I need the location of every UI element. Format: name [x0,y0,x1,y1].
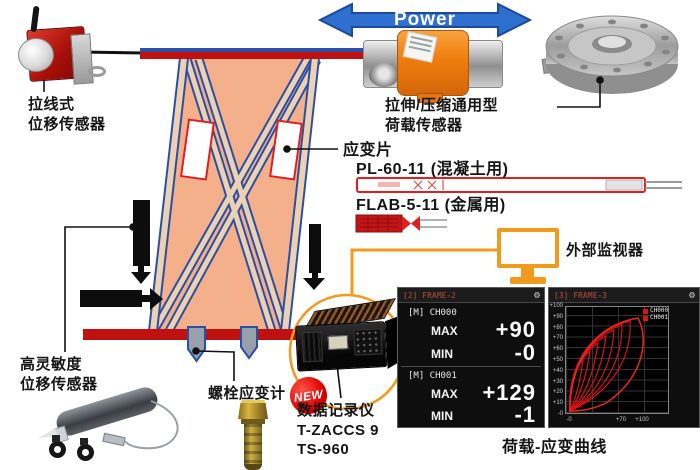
mounting-clamp-1 [49,441,66,458]
x-tick: -0 [566,417,572,423]
label-external-monitor: 外部监视器 [566,242,644,259]
min-value: -1 [514,402,536,427]
label-gauge-metal: FLAB-5-11 (金属用) [356,197,506,214]
displacement-sensor-bars [80,200,325,310]
y-tick: +100 [549,303,563,309]
legend-entry: CH001 [650,314,669,321]
universal-load-cell [363,30,503,103]
logger-button-panel [353,328,383,356]
y-tick: +70 [552,335,563,341]
legend-swatch [643,315,648,321]
hysteresis-plot [565,306,669,414]
pull-wire-sensor-drum [18,38,54,72]
graph-display-screen: [3] FRAME-3 ⚙ +100 +90 +80 +70 +60 +5 [548,287,700,428]
x-tick: +100 [635,417,649,423]
label-strain-gauge: 应变片 [343,142,393,159]
label-pull-wire-sensor: 拉线式 位移传感器 [28,96,106,133]
y-tick: +80 [552,325,563,331]
disc-load-cell [541,15,679,94]
power-arrow [317,2,533,38]
external-monitor-icon [497,228,559,268]
lvdt-sensor-photo [25,384,185,467]
label-data-logger: 数据记录仪 T-ZACCS 9 TS-960 [297,402,380,458]
logger-vent [301,331,323,363]
gear-icon[interactable]: ⚙ [688,290,695,301]
clamp-knob [80,438,88,445]
max-label: MAX [431,324,458,338]
panel-columns [148,57,320,332]
screen2-title: [3] FRAME-3 [554,291,607,300]
min-label: MIN [431,347,453,361]
power-label: Power [393,9,457,30]
y-tick: +10 [552,400,563,406]
logger-screen [327,335,349,351]
lvdt-cable [124,400,179,450]
top-beam-blue [140,48,365,53]
gauge-product-metal [355,214,447,233]
label-bolt-strain-gauge: 螺栓应变计 [208,385,286,402]
x-tick: +70 [615,417,627,423]
min-label: MIN [431,409,453,423]
min-value: -0 [514,340,536,365]
y-tick: +20 [552,389,563,395]
monitor-stand-base [510,277,546,284]
gear-icon[interactable]: ⚙ [533,290,540,301]
anchor-bolt-1 [187,326,206,363]
monitor-stand-neck [521,268,534,277]
pull-wire-sensor-ring [88,66,106,77]
screen1-titlebar: [2] FRAME-2 ⚙ [398,288,544,303]
mounting-clamp-2 [77,444,94,461]
label-gauge-concrete: PL-60-11 (混凝土用) [356,161,509,178]
data-logger-device [294,298,402,383]
label-curve-caption: 荷载-应变曲线 [502,439,607,456]
max-value: +90 [495,317,536,342]
plot-legend: CH000 CH001 [643,308,668,322]
label-universal-load-cell: 拉伸/压缩通用型 荷载传感器 [385,97,499,134]
y-tick: +30 [552,379,563,385]
pull-wire-sensor-side [70,33,94,85]
screen1-divider [401,366,541,367]
legend-entry: CH000 [650,307,669,314]
bolt-collar [241,419,265,424]
gauge-product-concrete [356,177,682,193]
bolt-head [238,403,268,419]
numeric-display-screen: [2] FRAME-2 ⚙ [M] CH000 MAX +90 MIN -0 [… [397,287,545,428]
channel-id: [M] CH000 [408,308,457,318]
label-high-sensitivity-sensor: 高灵敏度 位移传感器 [20,356,98,393]
legend-swatch [643,308,648,314]
bolt-shaft [244,424,262,464]
load-cell-cable-tab [417,93,443,103]
load-cell-bore [369,63,399,87]
clamp-knob [52,435,60,442]
top-beam [140,52,365,59]
channel-id: [M] CH001 [408,371,457,381]
y-tick: -0 [557,411,563,417]
screen1-title: [2] FRAME-2 [403,291,456,300]
bolt-tip [244,464,262,470]
anchor-bolt-2 [240,326,258,360]
x-braces [151,56,321,334]
max-value: +129 [482,380,536,405]
y-tick: +90 [552,314,563,320]
strain-gauge-patch-left [179,118,215,181]
y-tick: +60 [552,346,563,352]
hysteresis-curves [569,317,644,414]
screen2-titlebar: [3] FRAME-3 ⚙ [549,288,699,303]
strain-bolt-photo [238,400,272,470]
max-label: MAX [431,387,458,401]
y-tick: +50 [552,357,563,363]
y-tick: +40 [552,368,563,374]
